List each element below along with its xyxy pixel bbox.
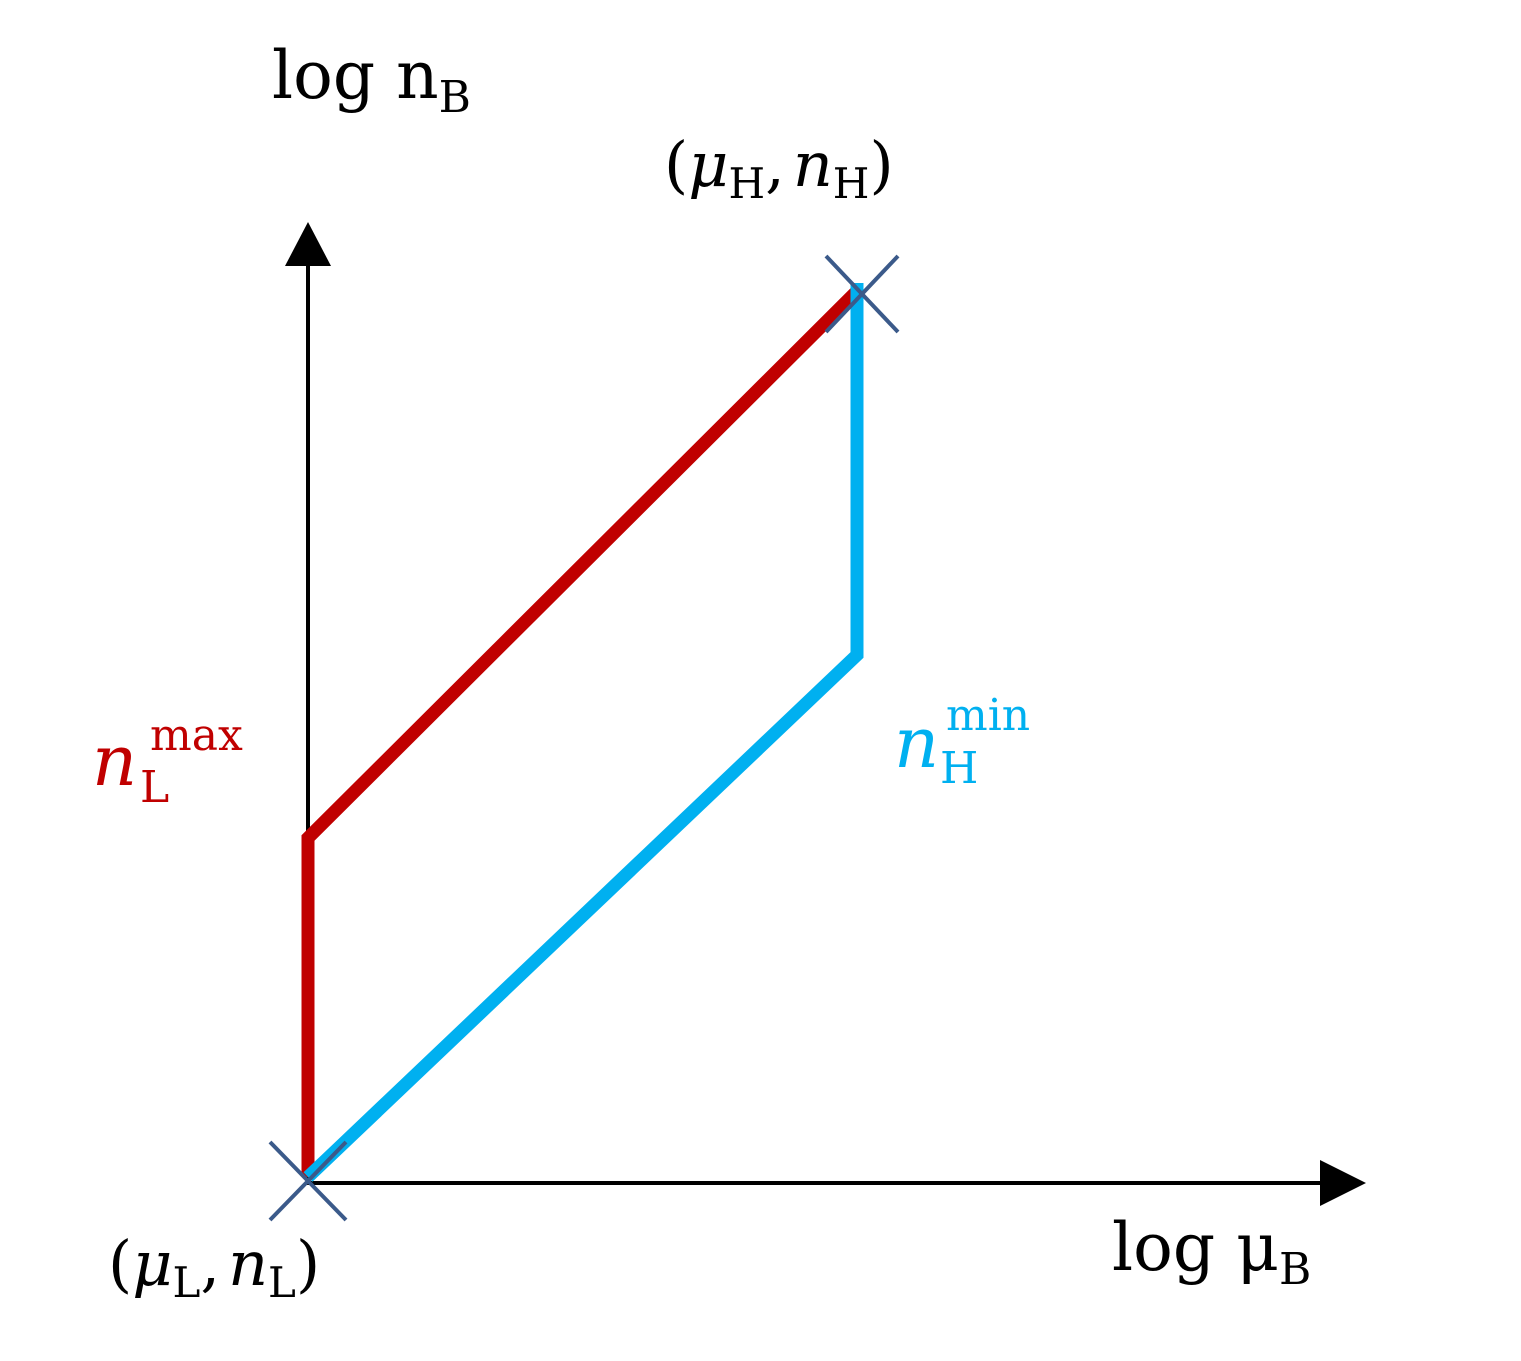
point-label-high: (μH,nH) [664,128,894,208]
svg-text:min: min [946,690,1030,741]
y-axis-arrowhead [285,222,331,266]
svg-text:H: H [940,743,978,794]
svg-text:n: n [894,702,939,784]
curve-high-min [303,283,864,1182]
marker-low-point [268,1140,348,1222]
marker-high-point [824,254,900,334]
curve-label-high-min: n H min [894,690,1030,794]
curve-label-low-max: n L max [92,710,243,813]
svg-text:n: n [92,720,137,802]
curve-low-max [301,286,862,1177]
x-axis-arrowhead [1320,1160,1366,1206]
markers [268,254,900,1222]
axes [285,222,1366,1206]
curves [301,283,864,1182]
svg-text:L: L [140,762,169,813]
y-axis-label: log nB [272,37,471,123]
point-label-low: (μL,nL) [108,1227,320,1307]
x-axis-label: log μB [1112,1209,1311,1295]
svg-text:max: max [150,710,243,761]
